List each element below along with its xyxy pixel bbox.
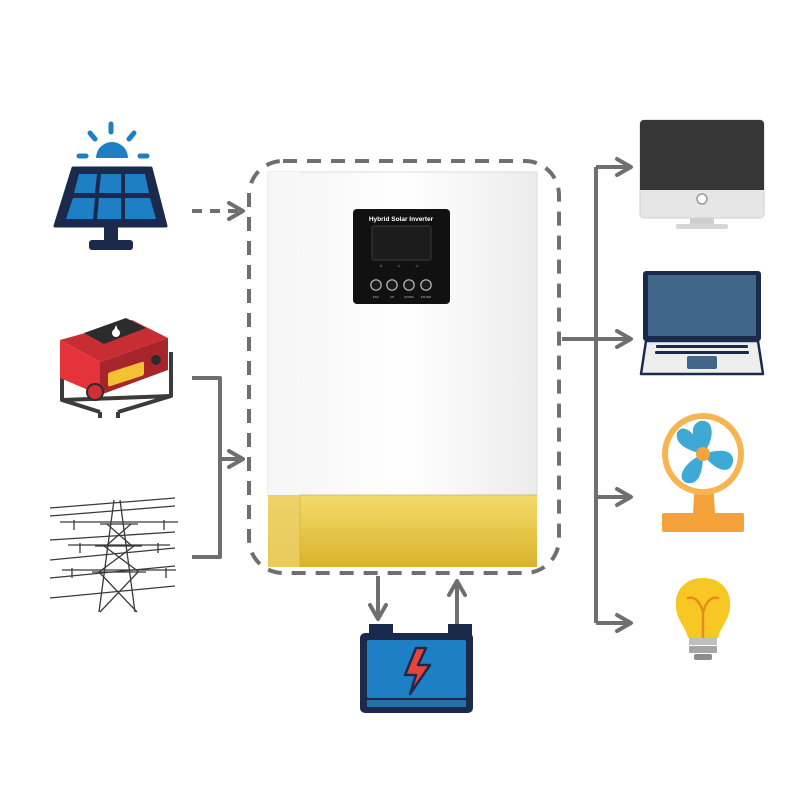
inverter-panel-title: Hybrid Solar Inverter: [369, 216, 434, 223]
inverter-control-panel: Hybrid Solar Inverter ESC UP DOWN ENTER: [353, 209, 450, 304]
desk-fan-icon: [662, 413, 744, 532]
up-button[interactable]: [386, 279, 398, 291]
laptop-icon: [639, 271, 765, 376]
inverter: Hybrid Solar Inverter ESC UP DOWN ENTER: [267, 171, 538, 567]
power-tower-icon: [49, 497, 178, 613]
enter-button-label: ENTER: [421, 295, 432, 299]
solar-panel-icon: [53, 121, 168, 250]
connectors: [192, 157, 633, 633]
inverter-lcd-screen: [371, 225, 432, 261]
esc-button[interactable]: [370, 279, 382, 291]
desktop-monitor-icon: [639, 119, 765, 229]
down-button-label: DOWN: [404, 295, 414, 299]
battery-icon: [360, 624, 473, 713]
inverter-boundary: [247, 159, 561, 575]
generator-icon: [60, 318, 173, 418]
enter-button[interactable]: [420, 279, 432, 291]
generator-grid-bracket: [192, 376, 222, 559]
up-button-label: UP: [390, 295, 394, 299]
inverter-gold-base: [268, 495, 537, 567]
down-button[interactable]: [403, 279, 415, 291]
light-bulb-icon: [675, 578, 731, 660]
esc-button-label: ESC: [373, 295, 380, 299]
